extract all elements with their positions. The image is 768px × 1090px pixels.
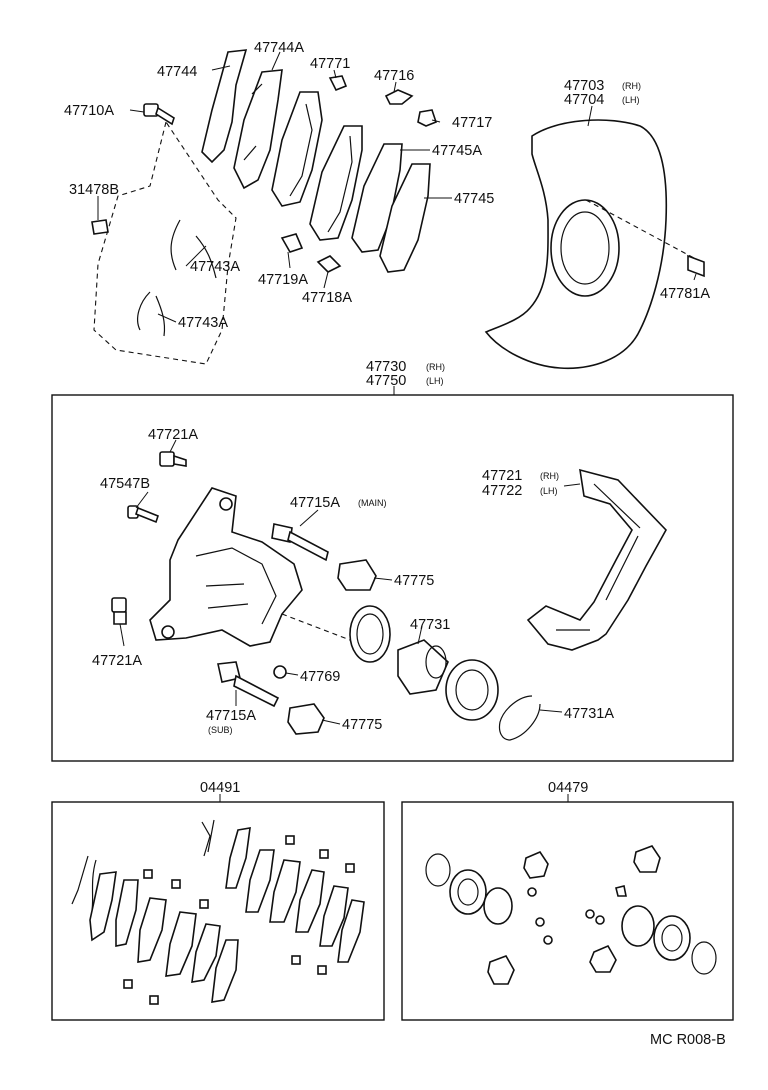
label-47781a: 47781A bbox=[660, 286, 710, 302]
seal-kit-parts bbox=[425, 845, 717, 985]
label-47730: 47730 bbox=[366, 359, 406, 375]
pad-clip-47719a bbox=[280, 233, 304, 253]
pad-support-clip-47771 bbox=[328, 75, 348, 92]
plug-31478b bbox=[91, 219, 109, 235]
label-47715a-main-note: (MAIN) bbox=[358, 498, 387, 508]
dust-boot-47775-1 bbox=[337, 559, 377, 591]
dust-cover-outline bbox=[93, 120, 237, 365]
label-47743a-1: 47743A bbox=[190, 259, 240, 275]
pad-clip-47718a bbox=[316, 255, 342, 273]
brake-pad-inner bbox=[271, 91, 323, 207]
label-47715a-sub-note: (SUB) bbox=[208, 725, 233, 735]
label-47744: 47744 bbox=[157, 64, 197, 80]
label-47704-side: (LH) bbox=[622, 95, 640, 105]
pad-kit-parts bbox=[71, 819, 365, 1005]
label-47769: 47769 bbox=[300, 669, 340, 685]
pad-wear-indicator-47716 bbox=[384, 89, 414, 105]
caliper-assembly-box bbox=[51, 394, 734, 762]
bleeder-plug-47547b bbox=[127, 505, 159, 524]
shim-47745 bbox=[379, 163, 431, 273]
bolt-47710a bbox=[143, 103, 175, 126]
label-47722-side: (LH) bbox=[540, 486, 558, 496]
label-47703-side: (RH) bbox=[622, 81, 641, 91]
cylinder-boot bbox=[445, 659, 499, 721]
label-47721a-top: 47721A bbox=[148, 427, 198, 443]
set-ring-47731a bbox=[498, 695, 541, 741]
label-47745: 47745 bbox=[454, 191, 494, 207]
label-47750: 47750 bbox=[366, 373, 406, 389]
label-47750-side: (LH) bbox=[426, 376, 444, 386]
label-47717: 47717 bbox=[452, 115, 492, 131]
pad-kit-box bbox=[51, 801, 385, 1021]
bolt-47721a-top bbox=[159, 451, 187, 467]
label-47730-side: (RH) bbox=[426, 362, 445, 372]
label-47745a: 47745A bbox=[432, 143, 482, 159]
label-47547b: 47547B bbox=[100, 476, 150, 492]
label-47771: 47771 bbox=[310, 56, 350, 72]
label-47718a: 47718A bbox=[302, 290, 352, 306]
label-47775-2: 47775 bbox=[342, 717, 382, 733]
piston-47731 bbox=[397, 639, 449, 695]
label-kit-04491: 04491 bbox=[200, 780, 240, 796]
label-47721: 47721 bbox=[482, 468, 522, 484]
label-47722: 47722 bbox=[482, 483, 522, 499]
wire-47743a-1 bbox=[170, 219, 217, 279]
label-47704: 47704 bbox=[564, 92, 604, 108]
dust-boot-47775-2 bbox=[287, 703, 325, 735]
backing-plate bbox=[484, 119, 695, 370]
label-47703: 47703 bbox=[564, 78, 604, 94]
label-31478b: 31478B bbox=[69, 182, 119, 198]
wire-47743a-2 bbox=[137, 291, 166, 337]
label-47721a-bottom: 47721A bbox=[92, 653, 142, 669]
anti-squeal-shim-outer bbox=[201, 49, 248, 164]
slide-pin-sub bbox=[217, 661, 280, 708]
label-kit-04479: 04479 bbox=[548, 780, 588, 796]
label-47710a: 47710A bbox=[64, 103, 114, 119]
shim-47745a bbox=[351, 143, 403, 253]
label-47719a: 47719A bbox=[258, 272, 308, 288]
pad-wear-indicator-47717 bbox=[417, 109, 437, 127]
slide-pin-main bbox=[271, 523, 329, 562]
brake-pad-outer bbox=[309, 125, 363, 241]
diagram-code: MC R008-B bbox=[650, 1032, 726, 1048]
label-47716: 47716 bbox=[374, 68, 414, 84]
label-47731: 47731 bbox=[410, 617, 450, 633]
seal-kit-box bbox=[401, 801, 734, 1021]
caliper-body bbox=[149, 487, 351, 647]
bushing-47769 bbox=[273, 665, 287, 679]
caliper-bracket bbox=[526, 468, 667, 651]
label-47744a: 47744A bbox=[254, 40, 304, 56]
piston-seal bbox=[349, 605, 391, 663]
label-47715a-sub: 47715A bbox=[206, 708, 256, 724]
label-47715a-main: 47715A bbox=[290, 495, 340, 511]
label-47775-1: 47775 bbox=[394, 573, 434, 589]
label-47743a-2: 47743A bbox=[178, 315, 228, 331]
label-47731a: 47731A bbox=[564, 706, 614, 722]
label-47721-side: (RH) bbox=[540, 471, 559, 481]
bolt-47721a-bottom bbox=[111, 597, 127, 625]
bolt-47781a bbox=[687, 254, 705, 278]
